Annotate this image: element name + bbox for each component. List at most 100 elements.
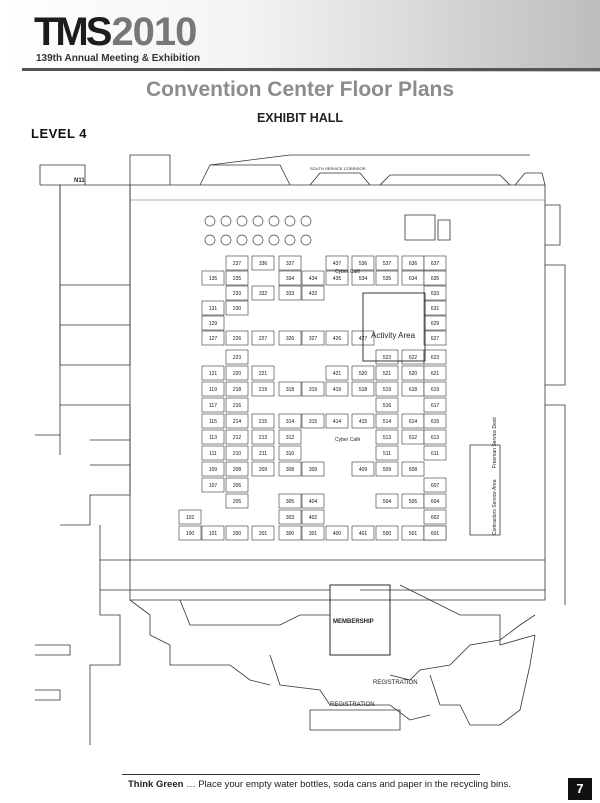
booth-outline	[301, 525, 325, 541]
booth-number: 115	[209, 419, 217, 425]
booth-outline	[201, 413, 225, 429]
booth-622: 622	[401, 349, 425, 365]
booth-number: 111	[209, 451, 217, 457]
booth-number: 419	[333, 387, 342, 393]
booth-102: 102	[178, 509, 202, 525]
booth-number: 629	[431, 321, 440, 327]
booth-number: 327	[309, 336, 318, 342]
booth-303: 303	[278, 509, 302, 525]
booth-number: 619	[431, 387, 440, 393]
booth-number: 121	[209, 371, 218, 377]
booth-400: 400	[325, 525, 349, 541]
booth-number: 210	[233, 451, 242, 457]
feature-blocks	[329, 292, 426, 656]
booth-number: 233	[233, 291, 242, 297]
booth-number: 223	[233, 355, 242, 361]
booth-number: 511	[383, 451, 391, 457]
booth-number: 535	[383, 276, 392, 282]
booth-number: 612	[409, 435, 418, 441]
booth-number: 200	[233, 531, 242, 537]
booth-115: 115	[201, 413, 225, 429]
booth-outline	[351, 461, 375, 477]
booth-outline	[251, 429, 275, 445]
logo-tms-text: TMS	[34, 10, 112, 54]
booth-outline	[225, 429, 249, 445]
booth-outline	[201, 300, 225, 316]
booth-233: 233	[225, 285, 249, 301]
booth-636: 636	[401, 255, 425, 271]
booth-number: 308	[286, 467, 295, 473]
booth-634: 634	[401, 270, 425, 286]
booth-505: 505	[401, 493, 425, 509]
booth-131: 131	[201, 300, 225, 316]
booth-number: 312	[286, 435, 295, 441]
booth-501: 501	[401, 525, 425, 541]
booth-215: 215	[251, 413, 275, 429]
booth-outline	[251, 285, 275, 301]
booth-518: 518	[351, 381, 375, 397]
booth-218: 218	[225, 381, 249, 397]
booth-outline	[225, 445, 249, 461]
booth-number: 218	[233, 387, 242, 393]
recycling-message: … Place your empty water bottles, soda c…	[183, 779, 511, 790]
booth-outline	[301, 381, 325, 397]
booth-535: 535	[375, 270, 399, 286]
booth-number: 637	[431, 261, 440, 267]
booth-432: 432	[301, 285, 325, 301]
booth-outline	[423, 493, 447, 509]
booth-number: 617	[431, 403, 440, 409]
booth-310: 310	[278, 445, 302, 461]
booth-outline	[278, 493, 302, 509]
booth-208: 208	[225, 461, 249, 477]
booth-number: 434	[309, 276, 318, 282]
booth-615: 615	[423, 413, 447, 429]
booth-number: 117	[209, 403, 217, 409]
booth-319: 319	[301, 381, 325, 397]
booth-outline	[423, 365, 447, 381]
booth-618: 618	[401, 381, 425, 397]
logo-year-text: 2010	[111, 10, 197, 54]
booth-318: 318	[278, 381, 302, 397]
booth-outline	[325, 365, 349, 381]
booth-number: 401	[359, 531, 368, 537]
footer-rule	[122, 774, 480, 775]
booth-outline	[225, 349, 249, 365]
activity-area-box	[362, 292, 426, 362]
booth-number: 230	[233, 306, 242, 312]
booth-outline	[423, 397, 447, 413]
booth-511: 511	[375, 445, 399, 461]
booth-outline	[201, 270, 225, 286]
booth-outline	[423, 445, 447, 461]
booth-number: 402	[309, 515, 318, 521]
booth-223: 223	[225, 349, 249, 365]
booth-outline	[423, 255, 447, 271]
booth-number: 127	[209, 336, 218, 342]
booth-number: 414	[333, 419, 342, 425]
booth-number: 435	[333, 276, 342, 282]
booth-outline	[278, 330, 302, 346]
booth-333: 333	[278, 285, 302, 301]
booth-620: 620	[401, 365, 425, 381]
booth-number: 514	[383, 419, 392, 425]
booth-number: 623	[431, 355, 440, 361]
booth-number: 101	[209, 531, 218, 537]
booth-outline	[351, 270, 375, 286]
booth-outline	[301, 285, 325, 301]
booth-outline	[251, 461, 275, 477]
booth-537: 537	[375, 255, 399, 271]
booth-number: 614	[409, 419, 418, 425]
booth-336: 336	[251, 255, 275, 271]
booth-number: 620	[409, 371, 418, 377]
booth-212: 212	[225, 429, 249, 445]
booth-outline	[251, 365, 275, 381]
activity-area-label: Activity Area	[371, 331, 416, 340]
booth-number: 534	[359, 276, 368, 282]
booth-301: 301	[301, 525, 325, 541]
booth-number: 404	[309, 499, 318, 505]
booth-number: 518	[359, 387, 368, 393]
booth-outline	[325, 330, 349, 346]
booth-outline	[423, 330, 447, 346]
booth-outline	[423, 315, 447, 331]
booth-308: 308	[278, 461, 302, 477]
